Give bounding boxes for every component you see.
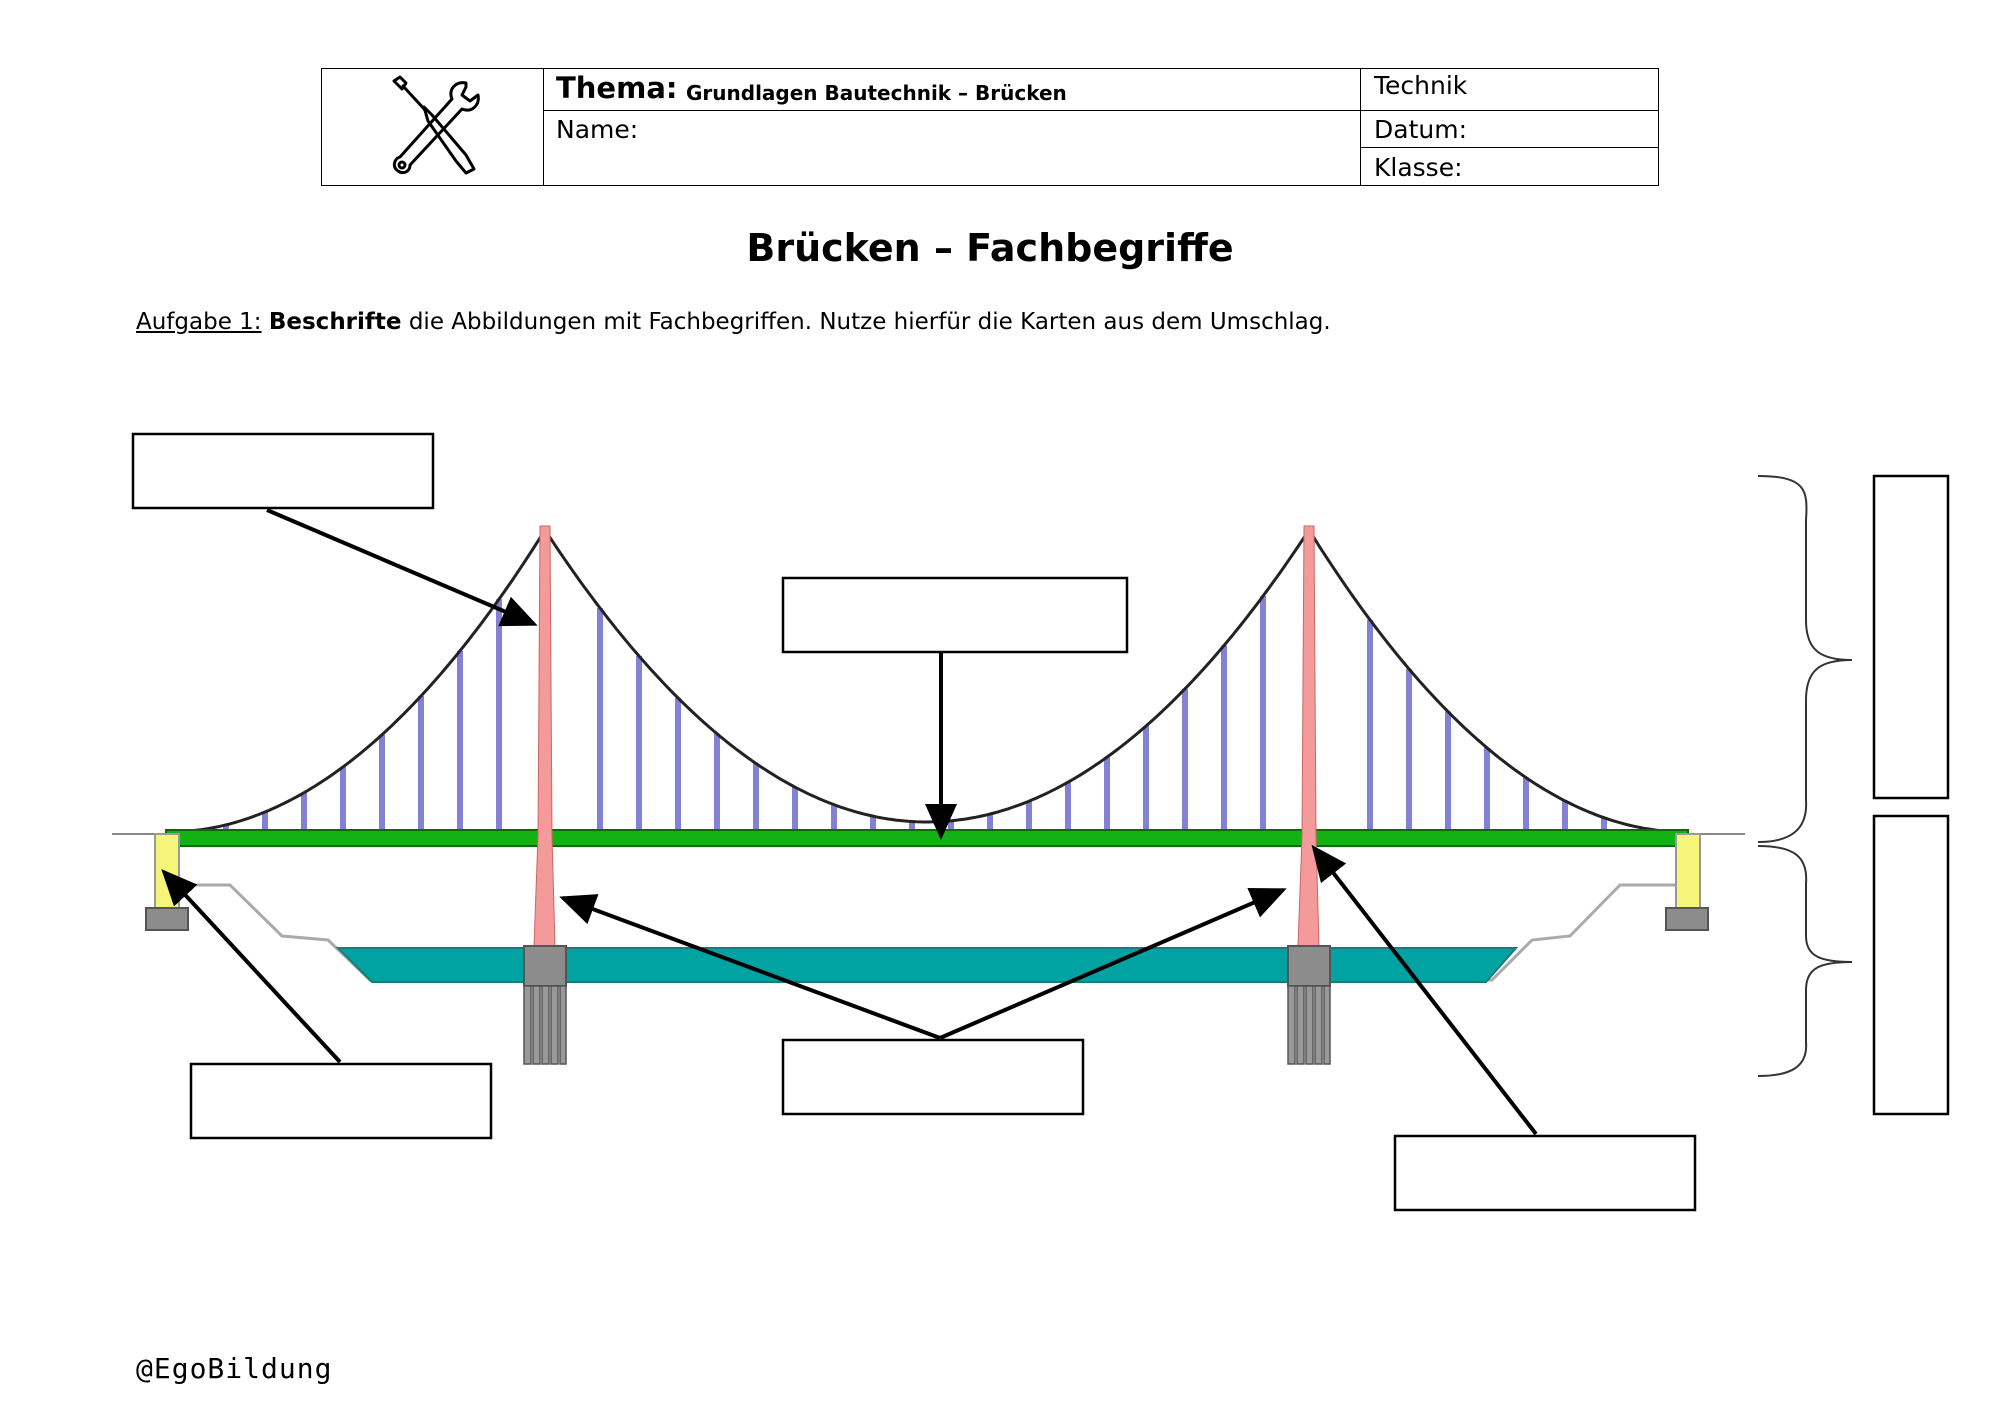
arrow-pylon-left (559, 894, 941, 1040)
thema-value: Grundlagen Bautechnik – Brücken (686, 81, 1067, 105)
abutment-foundation-right (1665, 907, 1709, 931)
pylon-foundation-left (523, 945, 567, 987)
thema-label: Thema: (556, 71, 678, 105)
date-label: Datum: (1374, 115, 1467, 144)
abutment-foundation-left (145, 907, 189, 931)
arrow-pylon-right (939, 887, 1287, 1040)
label-box-pylon[interactable] (131, 432, 435, 510)
footer-credit: @EgoBildung (136, 1352, 333, 1385)
brace-substructure (1757, 845, 1853, 1077)
header-divider (1360, 69, 1361, 185)
bridge-deck (165, 829, 1689, 847)
page-title: Brücken – Fachbegriffe (746, 226, 1234, 270)
pylon-right (1297, 525, 1320, 947)
pylon-left (533, 525, 556, 947)
main-cable (168, 529, 1685, 834)
task-instruction: Aufgabe 1: Beschrifte die Abbildungen mi… (136, 309, 1331, 335)
label-box-deck[interactable] (1393, 1134, 1697, 1212)
header-divider (543, 69, 544, 185)
pylon-foundation-right (1287, 945, 1331, 987)
piles-left (523, 985, 567, 1065)
task-text: die Abbildungen mit Fachbegriffen. Nutze… (401, 309, 1331, 335)
piles-right (1287, 985, 1331, 1065)
hangers (223, 596, 1646, 832)
header-divider (1360, 147, 1658, 148)
arrow-deck (1311, 844, 1538, 1136)
tools-icon (392, 75, 480, 175)
subject-label: Technik (1374, 71, 1468, 100)
abutment-right (1675, 833, 1701, 911)
abutment-left (154, 833, 180, 911)
class-label: Klasse: (1374, 153, 1463, 182)
task-label: Aufgabe 1: (136, 309, 262, 335)
label-box-abutment[interactable] (189, 1062, 493, 1140)
water (335, 947, 1519, 983)
label-box-superstructure[interactable] (1872, 474, 1950, 800)
label-box-substructure[interactable] (1872, 814, 1950, 1116)
label-box-pylons[interactable] (781, 1038, 1085, 1116)
label-box-cable[interactable] (781, 576, 1129, 654)
task-verb: Beschrifte (268, 309, 402, 335)
header-divider (543, 110, 1658, 111)
arrow-abutment (161, 869, 342, 1064)
arrow-pylon (266, 508, 538, 627)
header-table: Thema: Grundlagen Bautechnik – Brücken N… (321, 68, 1659, 186)
name-label: Name: (556, 115, 639, 144)
brace-superstructure (1757, 475, 1853, 843)
